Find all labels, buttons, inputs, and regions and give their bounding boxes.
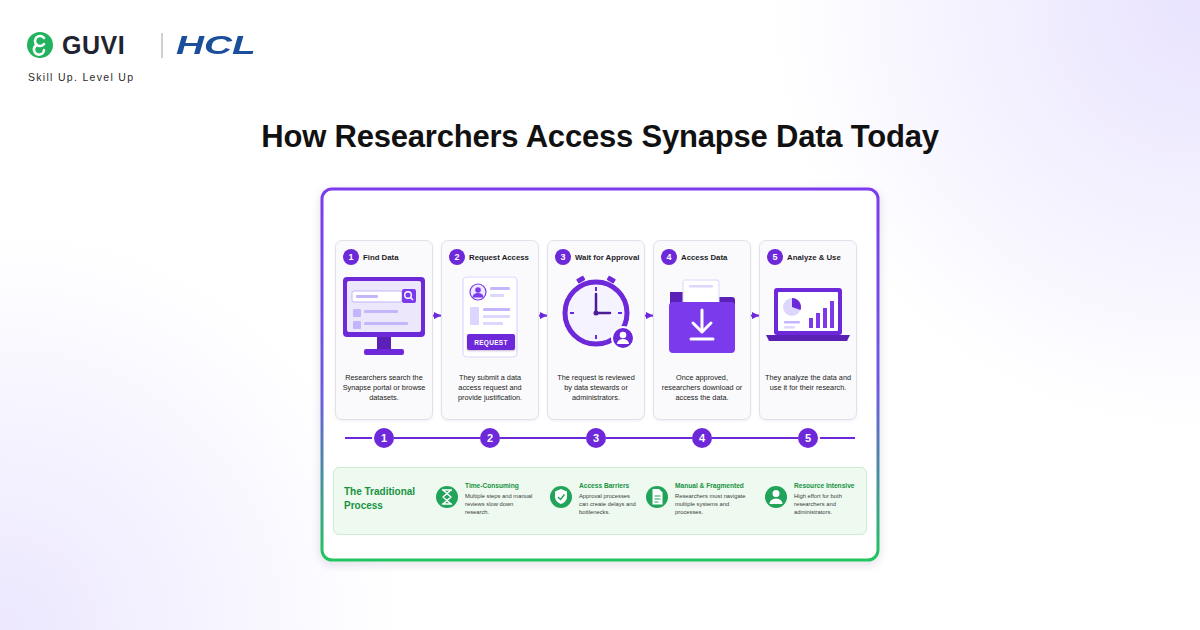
step-number: 5 [767, 249, 783, 265]
flow-arrow [433, 315, 441, 317]
timeline-number: 4 [699, 432, 705, 444]
timeline-stub [818, 437, 855, 439]
step-number-text: 4 [666, 252, 671, 262]
issue-heading: Manual & Fragmented [675, 482, 744, 489]
step-number-text: 2 [454, 252, 459, 262]
step-number: 3 [555, 249, 571, 265]
band-heading: The Traditional Process [344, 485, 422, 513]
diagram-frame [322, 189, 878, 560]
logo-glyph [34, 36, 44, 55]
issue-item: Access BarriersApproval processes can cr… [549, 473, 643, 531]
issue-heading: Access Barriers [579, 482, 629, 489]
step-card: Wait for ApprovalThe request is reviewed… [547, 240, 645, 420]
step-card: Analyze & UseThey analyze the data and u… [759, 240, 857, 420]
timeline-number: 5 [805, 432, 811, 444]
step-description: They analyze the data and use it for the… [765, 373, 851, 393]
timeline-number: 1 [381, 432, 387, 444]
step-heading: Wait for Approval [575, 253, 639, 262]
step-description: Once approved, researchers download or a… [659, 373, 745, 403]
timeline-marker: 2 [480, 428, 500, 448]
step-heading: Find Data [363, 253, 399, 262]
flow-arrow [751, 315, 759, 317]
button-text: REQUEST [474, 339, 508, 346]
timeline-connector [394, 437, 480, 439]
timeline-number: 2 [487, 432, 493, 444]
step-number: 1 [343, 249, 359, 265]
flow-arrow [539, 315, 547, 317]
request-button: REQUEST [467, 334, 515, 350]
logo-circle [27, 32, 53, 58]
diagram-title: How Researchers Access Synapse Data Toda… [0, 119, 1200, 155]
timeline-marker: 4 [692, 428, 712, 448]
step-number-text: 3 [560, 252, 565, 262]
step-number: 2 [449, 249, 465, 265]
issue-item: Time-ConsumingMultiple steps and manual … [435, 473, 543, 531]
issue-item: Resource IntensiveHigh effort for both r… [764, 473, 864, 531]
issue-heading: Time-Consuming [465, 482, 519, 489]
issue-description: Approval processes can create delays and… [579, 492, 639, 516]
step-card: Find DataResearchers search the Synapse … [335, 240, 433, 420]
step-heading: Request Access [469, 253, 529, 262]
step-heading: Access Data [681, 253, 727, 262]
brand-name: GUVI [62, 31, 125, 59]
timeline-marker: 5 [798, 428, 818, 448]
logo-divider [162, 33, 163, 58]
issue-item: Manual & FragmentedResearchers must navi… [645, 473, 762, 531]
timeline-marker: 3 [586, 428, 606, 448]
step-description: Researchers search the Synapse portal or… [341, 373, 427, 403]
timeline-connector [712, 437, 798, 439]
issue-description: Multiple steps and manual reviews slow d… [465, 492, 535, 516]
summary-band: The Traditional Process Time-ConsumingMul… [333, 467, 867, 535]
tagline: Skill Up. Level Up [28, 71, 134, 83]
step-number-text: 1 [348, 252, 353, 262]
step-number-text: 5 [772, 252, 777, 262]
partner-name: HCL [176, 31, 256, 59]
step-description: They submit a data access request and pr… [447, 373, 533, 403]
flow-arrow [645, 315, 653, 317]
step-card: Access DataOnce approved, researchers do… [653, 240, 751, 420]
timeline-connector [500, 437, 586, 439]
step-heading: Analyze & Use [787, 253, 841, 262]
timeline-stub [345, 437, 374, 439]
step-card: Request AccessThey submit a data access … [441, 240, 539, 420]
step-number: 4 [661, 249, 677, 265]
timeline-number: 3 [593, 432, 599, 444]
issue-description: High effort for both researchers and adm… [794, 492, 858, 516]
timeline-marker: 1 [374, 428, 394, 448]
issue-description: Researchers must navigate multiple syste… [675, 492, 753, 516]
step-description: The request is reviewed by data stewards… [553, 373, 639, 403]
issue-heading: Resource Intensive [794, 482, 854, 489]
timeline-connector [606, 437, 692, 439]
